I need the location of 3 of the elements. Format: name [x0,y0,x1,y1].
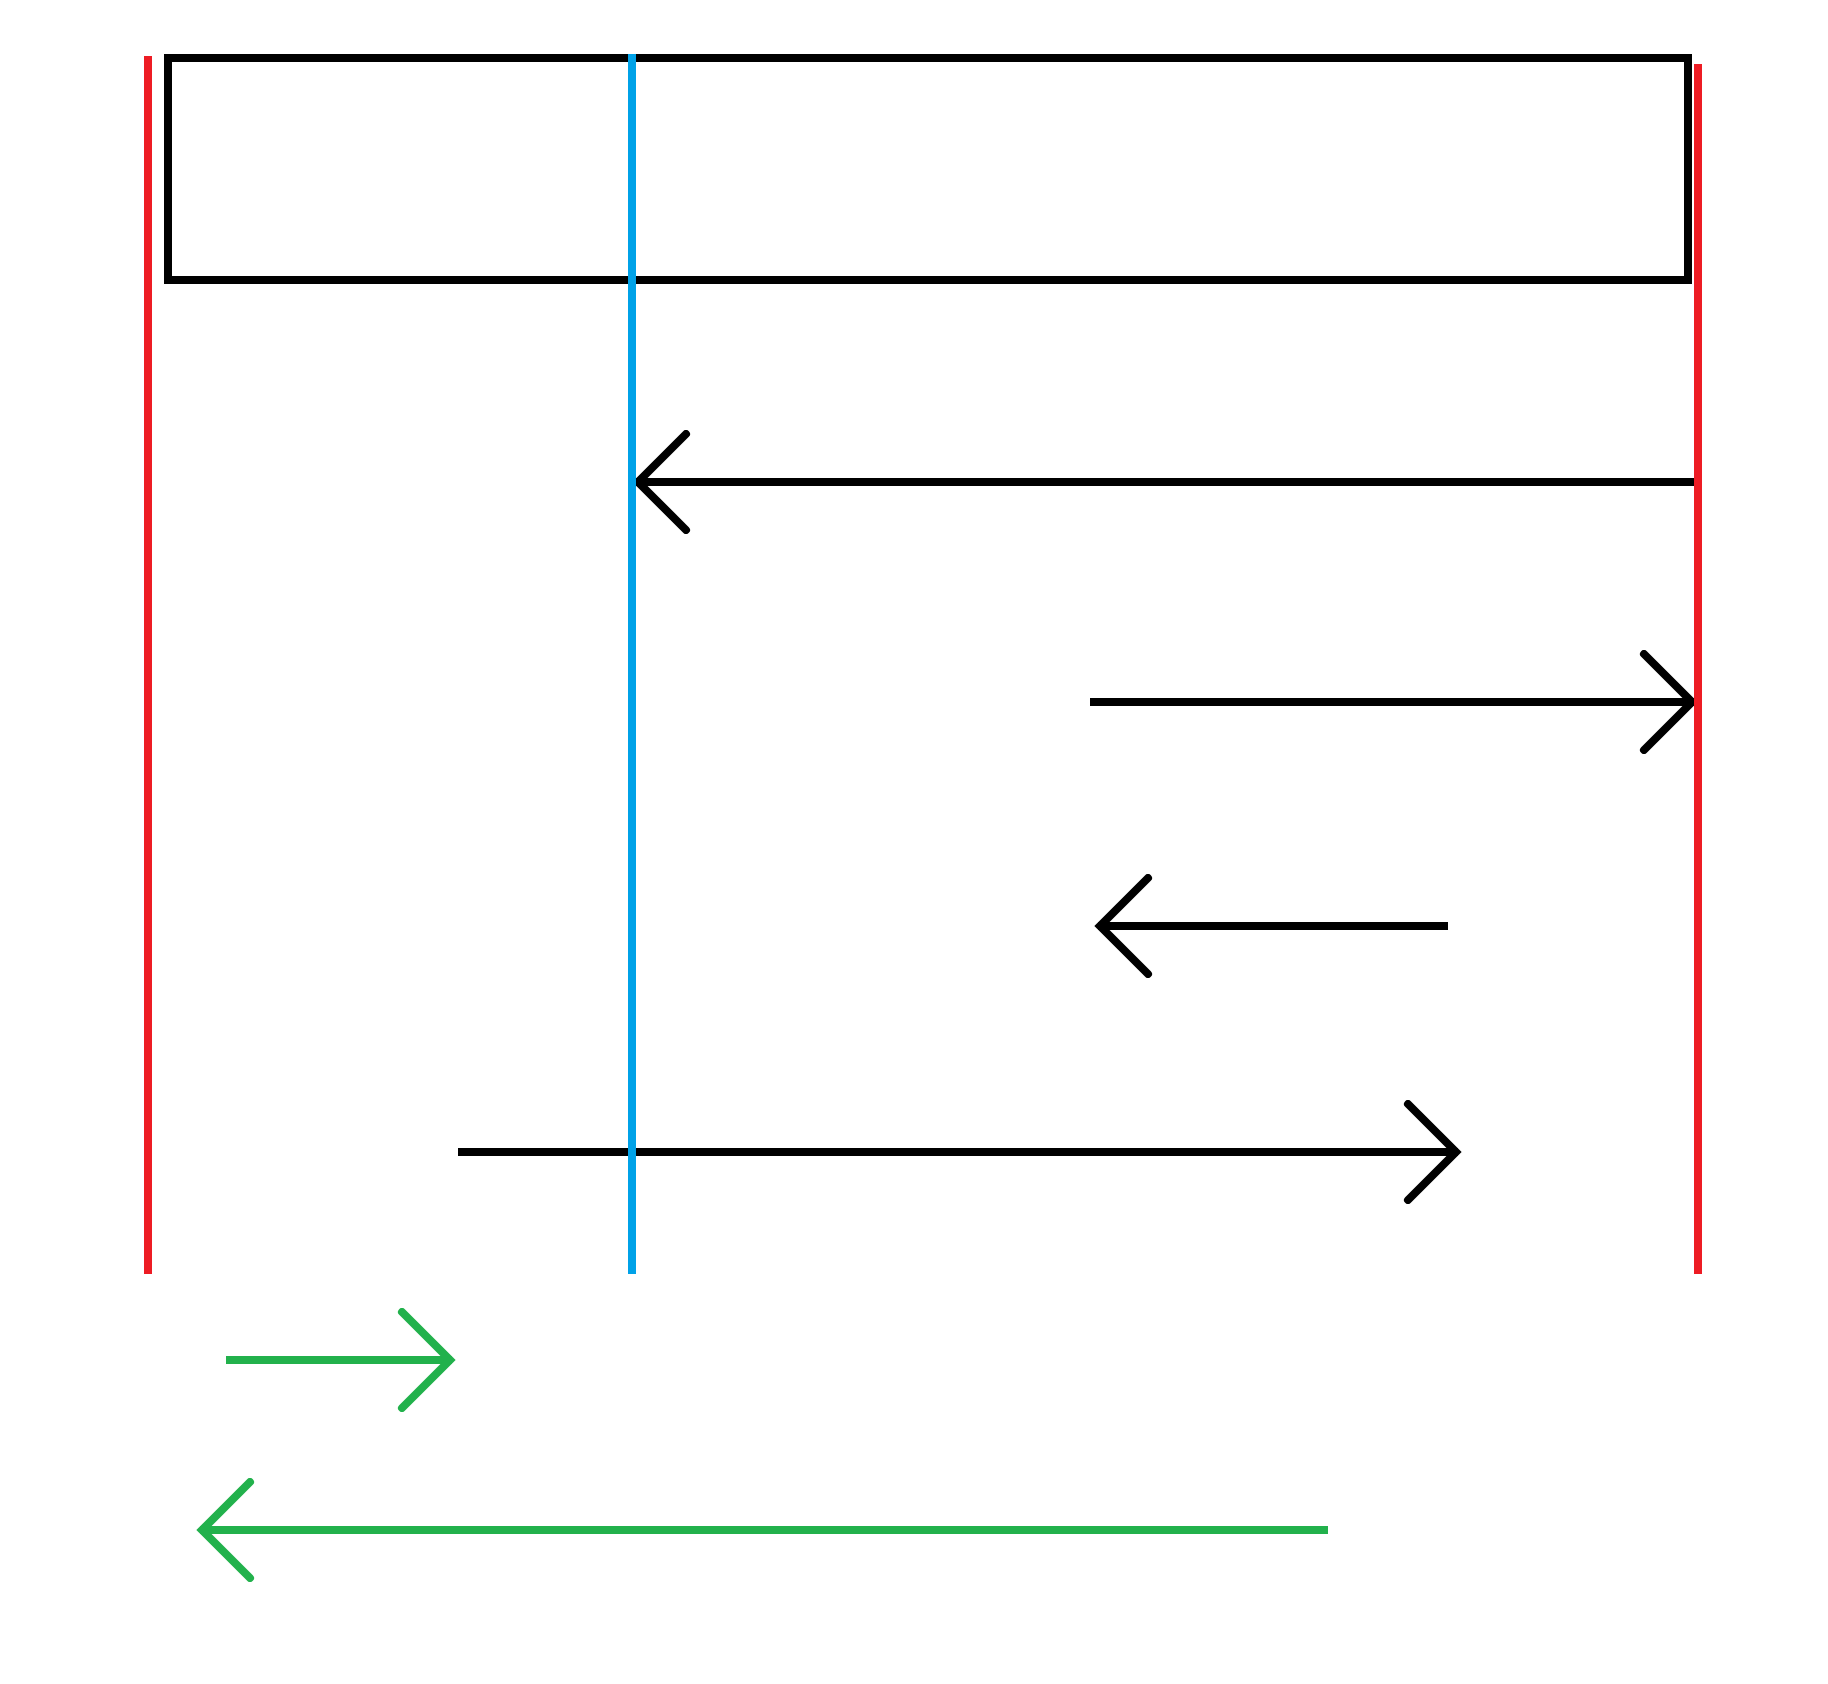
arrow [634,430,1694,534]
rectangle-box [164,54,1692,284]
arrow [1090,650,1696,754]
